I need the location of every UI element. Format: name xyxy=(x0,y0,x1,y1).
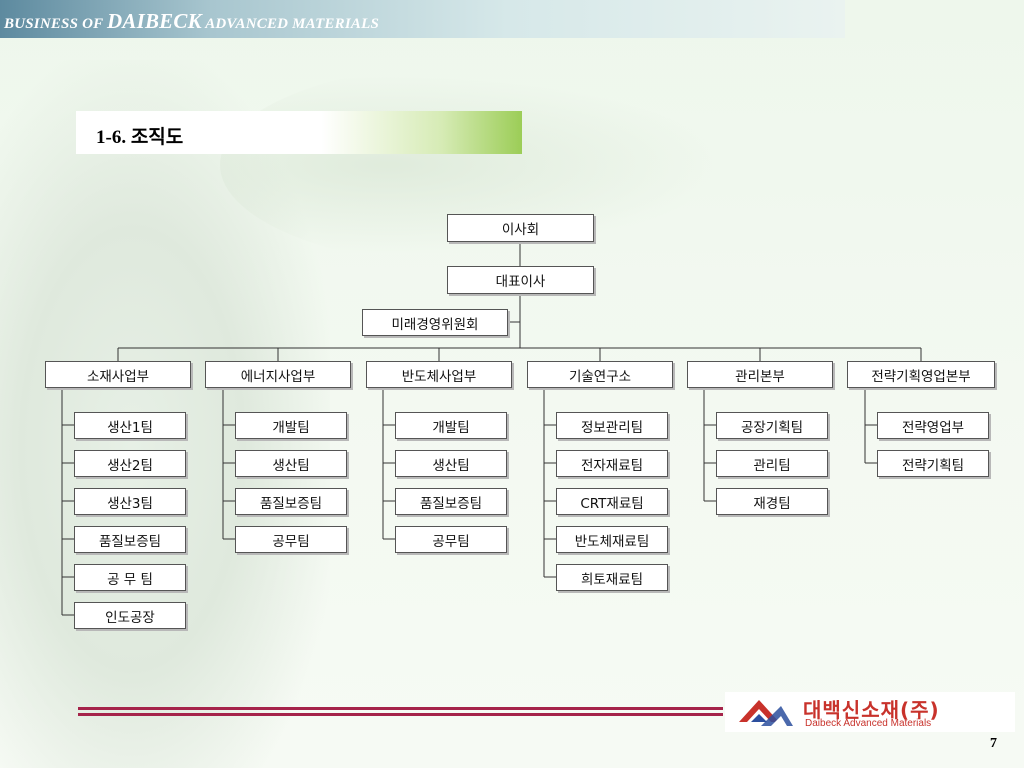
org-team: 생산2팀 xyxy=(74,450,186,477)
org-team: 생산팀 xyxy=(235,450,347,477)
org-team: CRT재료팀 xyxy=(556,488,668,515)
header-title: BUSINESS OF DAIBECK ADVANCED MATERIALS xyxy=(4,9,379,34)
org-node-board: 이사회 xyxy=(447,214,594,242)
org-team: 정보관리팀 xyxy=(556,412,668,439)
org-team: 공무팀 xyxy=(395,526,507,553)
header-bar: BUSINESS OF DAIBECK ADVANCED MATERIALS xyxy=(0,0,845,38)
footer-rule-top xyxy=(78,707,723,710)
org-team: 재경팀 xyxy=(716,488,828,515)
org-division-1: 소재사업부 xyxy=(45,361,191,388)
org-team: 생산1팀 xyxy=(74,412,186,439)
org-team: 품질보증팀 xyxy=(395,488,507,515)
org-division-5: 관리본부 xyxy=(687,361,833,388)
org-team: 공 무 팀 xyxy=(74,564,186,591)
org-team: 공장기획팀 xyxy=(716,412,828,439)
footer-rule-bottom xyxy=(78,713,723,716)
header-brand: DAIBECK xyxy=(107,9,202,33)
org-team: 인도공장 xyxy=(74,602,186,629)
org-team: 개발팀 xyxy=(235,412,347,439)
org-team: 생산팀 xyxy=(395,450,507,477)
org-team: 공무팀 xyxy=(235,526,347,553)
logo-company-subtitle: Daibeck Advanced Materials xyxy=(805,718,932,729)
org-team: 품질보증팀 xyxy=(74,526,186,553)
logo-mark-icon xyxy=(739,700,793,726)
org-team: 전략영업부 xyxy=(877,412,989,439)
org-team: 생산3팀 xyxy=(74,488,186,515)
org-node-committee: 미래경영위원회 xyxy=(362,309,508,336)
section-title: 1-6. 조직도 xyxy=(96,127,184,148)
org-team: 전략기획팀 xyxy=(877,450,989,477)
logo-company-name: 대백신소재(주) xyxy=(803,698,940,722)
header-suffix: ADVANCED MATERIALS xyxy=(201,16,379,32)
org-division-4: 기술연구소 xyxy=(527,361,673,388)
org-team: 희토재료팀 xyxy=(556,564,668,591)
org-team: 전자재료팀 xyxy=(556,450,668,477)
page-number: 7 xyxy=(990,736,997,751)
org-division-6: 전략기획영업본부 xyxy=(847,361,995,388)
org-node-ceo: 대표이사 xyxy=(447,266,594,294)
org-team: 품질보증팀 xyxy=(235,488,347,515)
org-division-3: 반도체사업부 xyxy=(366,361,512,388)
org-team: 반도체재료팀 xyxy=(556,526,668,553)
section-title-bar: 1-6. 조직도 xyxy=(76,111,522,154)
org-team: 관리팀 xyxy=(716,450,828,477)
org-division-2: 에너지사업부 xyxy=(205,361,351,388)
org-team: 개발팀 xyxy=(395,412,507,439)
company-logo: 대백신소재(주) Daibeck Advanced Materials xyxy=(725,692,1015,732)
header-prefix: BUSINESS OF xyxy=(4,16,108,32)
